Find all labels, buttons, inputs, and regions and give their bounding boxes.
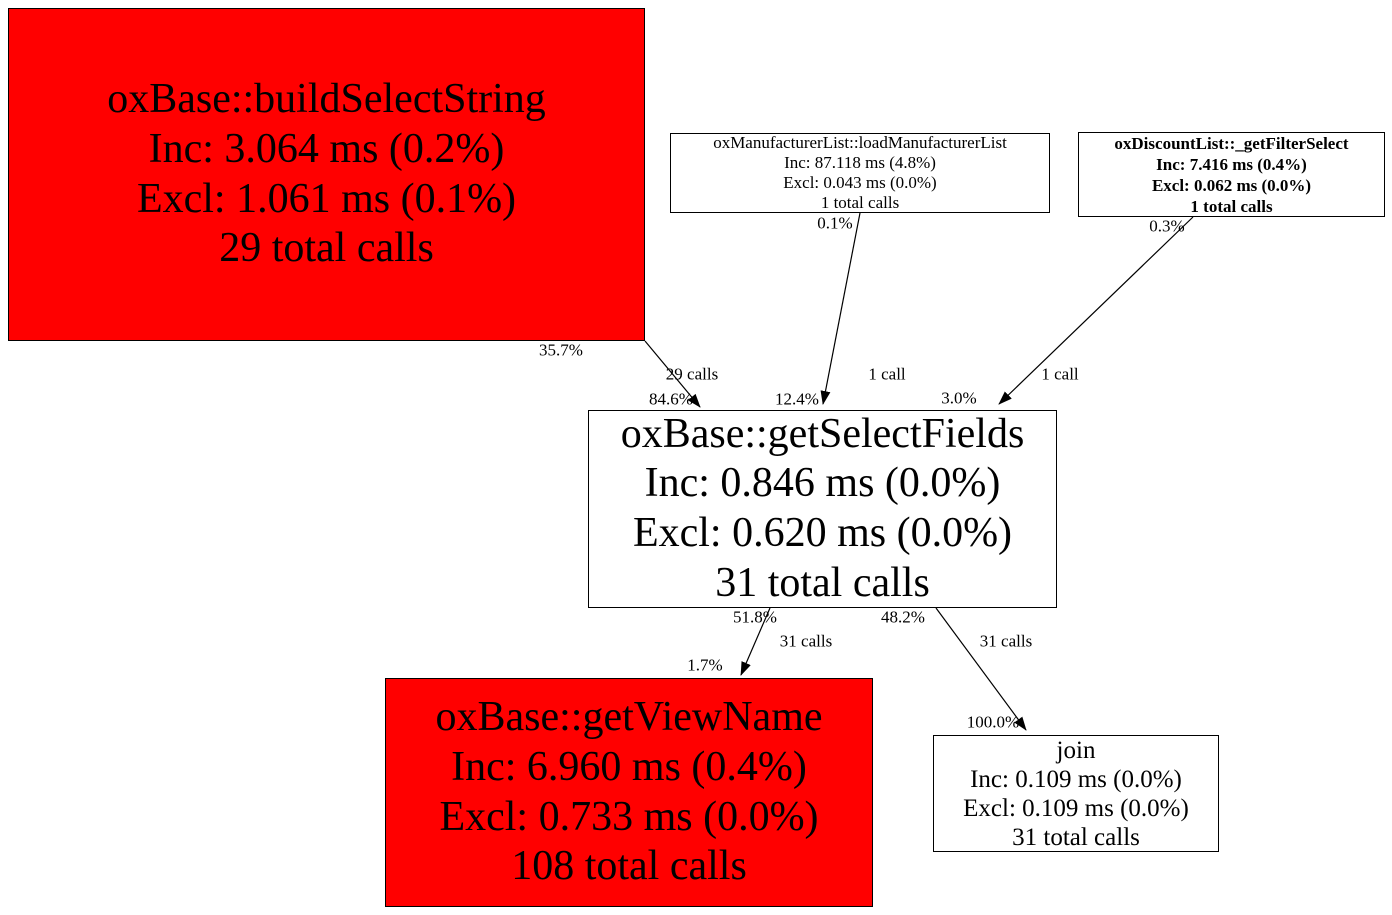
edge-label-percent-out: 35.7% xyxy=(539,340,583,360)
edge-label-calls: 29 calls xyxy=(665,364,719,384)
node-inclusive-time: Inc: 87.118 ms (4.8%) xyxy=(784,153,936,172)
edge-label-percent-in: 3.0% xyxy=(941,388,977,408)
node-inclusive-time: Inc: 3.064 ms (0.2%) xyxy=(148,125,505,172)
node-exclusive-time: Excl: 1.061 ms (0.1%) xyxy=(136,175,517,222)
node-inclusive-time: Inc: 0.846 ms (0.0%) xyxy=(644,460,1001,507)
edge-label-percent-out: 0.1% xyxy=(817,213,853,233)
node-total-calls: 29 total calls xyxy=(219,225,434,272)
edge-filterselect-to-getselectfields xyxy=(998,216,1194,405)
edge-label-percent-out: 51.8% xyxy=(733,607,777,627)
edge-label-percent-out: 48.2% xyxy=(881,607,925,627)
node-title: oxBase::buildSelectString xyxy=(107,76,546,123)
node-inclusive-time: Inc: 7.416 ms (0.4%) xyxy=(1156,154,1307,174)
node-exclusive-time: Excl: 0.733 ms (0.0%) xyxy=(439,793,819,840)
edge-label-calls: 1 call xyxy=(868,364,906,384)
node-exclusive-time: Excl: 0.620 ms (0.0%) xyxy=(632,510,1013,556)
node-total-calls: 108 total calls xyxy=(511,843,747,890)
node-oxdiscountlist-getfilterselect: oxDiscountList::_getFilterSelect Inc: 7.… xyxy=(1078,132,1385,217)
node-total-calls: 31 total calls xyxy=(715,559,930,606)
edge-label-percent-in: 1.7% xyxy=(687,655,723,675)
node-title: oxBase::getSelectFields xyxy=(620,410,1025,457)
node-oxmanufacturerlist-loadmanufacturerlist: oxManufacturerList::loadManufacturerList… xyxy=(670,133,1050,213)
node-inclusive-time: Inc: 6.960 ms (0.4%) xyxy=(451,743,807,790)
node-exclusive-time: Excl: 0.062 ms (0.0%) xyxy=(1151,175,1312,195)
edge-label-calls: 31 calls xyxy=(779,631,833,651)
node-title: oxBase::getViewName xyxy=(435,694,823,741)
node-oxbase-buildselectstring: oxBase::buildSelectString Inc: 3.064 ms … xyxy=(8,8,645,341)
edge-label-percent-in: 12.4% xyxy=(775,389,819,409)
node-total-calls: 1 total calls xyxy=(1190,196,1273,216)
node-exclusive-time: Excl: 0.109 ms (0.0%) xyxy=(963,794,1189,822)
edge-label-calls: 31 calls xyxy=(979,631,1033,651)
node-title: join xyxy=(1056,736,1096,764)
node-join: join Inc: 0.109 ms (0.0%) Excl: 0.109 ms… xyxy=(933,735,1219,852)
node-title: oxManufacturerList::loadManufacturerList xyxy=(713,133,1007,152)
edge-label-percent-in: 100.0% xyxy=(966,712,1020,732)
node-total-calls: 1 total calls xyxy=(820,193,900,212)
edge-label-calls: 1 call xyxy=(1041,364,1079,384)
edge-label-percent-in: 84.6% xyxy=(649,389,693,409)
node-title: oxDiscountList::_getFilterSelect xyxy=(1114,133,1349,153)
edge-label-percent-out: 0.3% xyxy=(1149,216,1185,236)
node-exclusive-time: Excl: 0.043 ms (0.0%) xyxy=(783,173,937,192)
edge-manufacturer-to-getselectfields xyxy=(820,212,861,405)
node-oxbase-getselectfields: oxBase::getSelectFields Inc: 0.846 ms (0… xyxy=(588,410,1057,608)
node-total-calls: 31 total calls xyxy=(1012,823,1140,851)
node-oxbase-getviewname: oxBase::getViewName Inc: 6.960 ms (0.4%)… xyxy=(385,678,873,907)
node-inclusive-time: Inc: 0.109 ms (0.0%) xyxy=(970,765,1182,793)
